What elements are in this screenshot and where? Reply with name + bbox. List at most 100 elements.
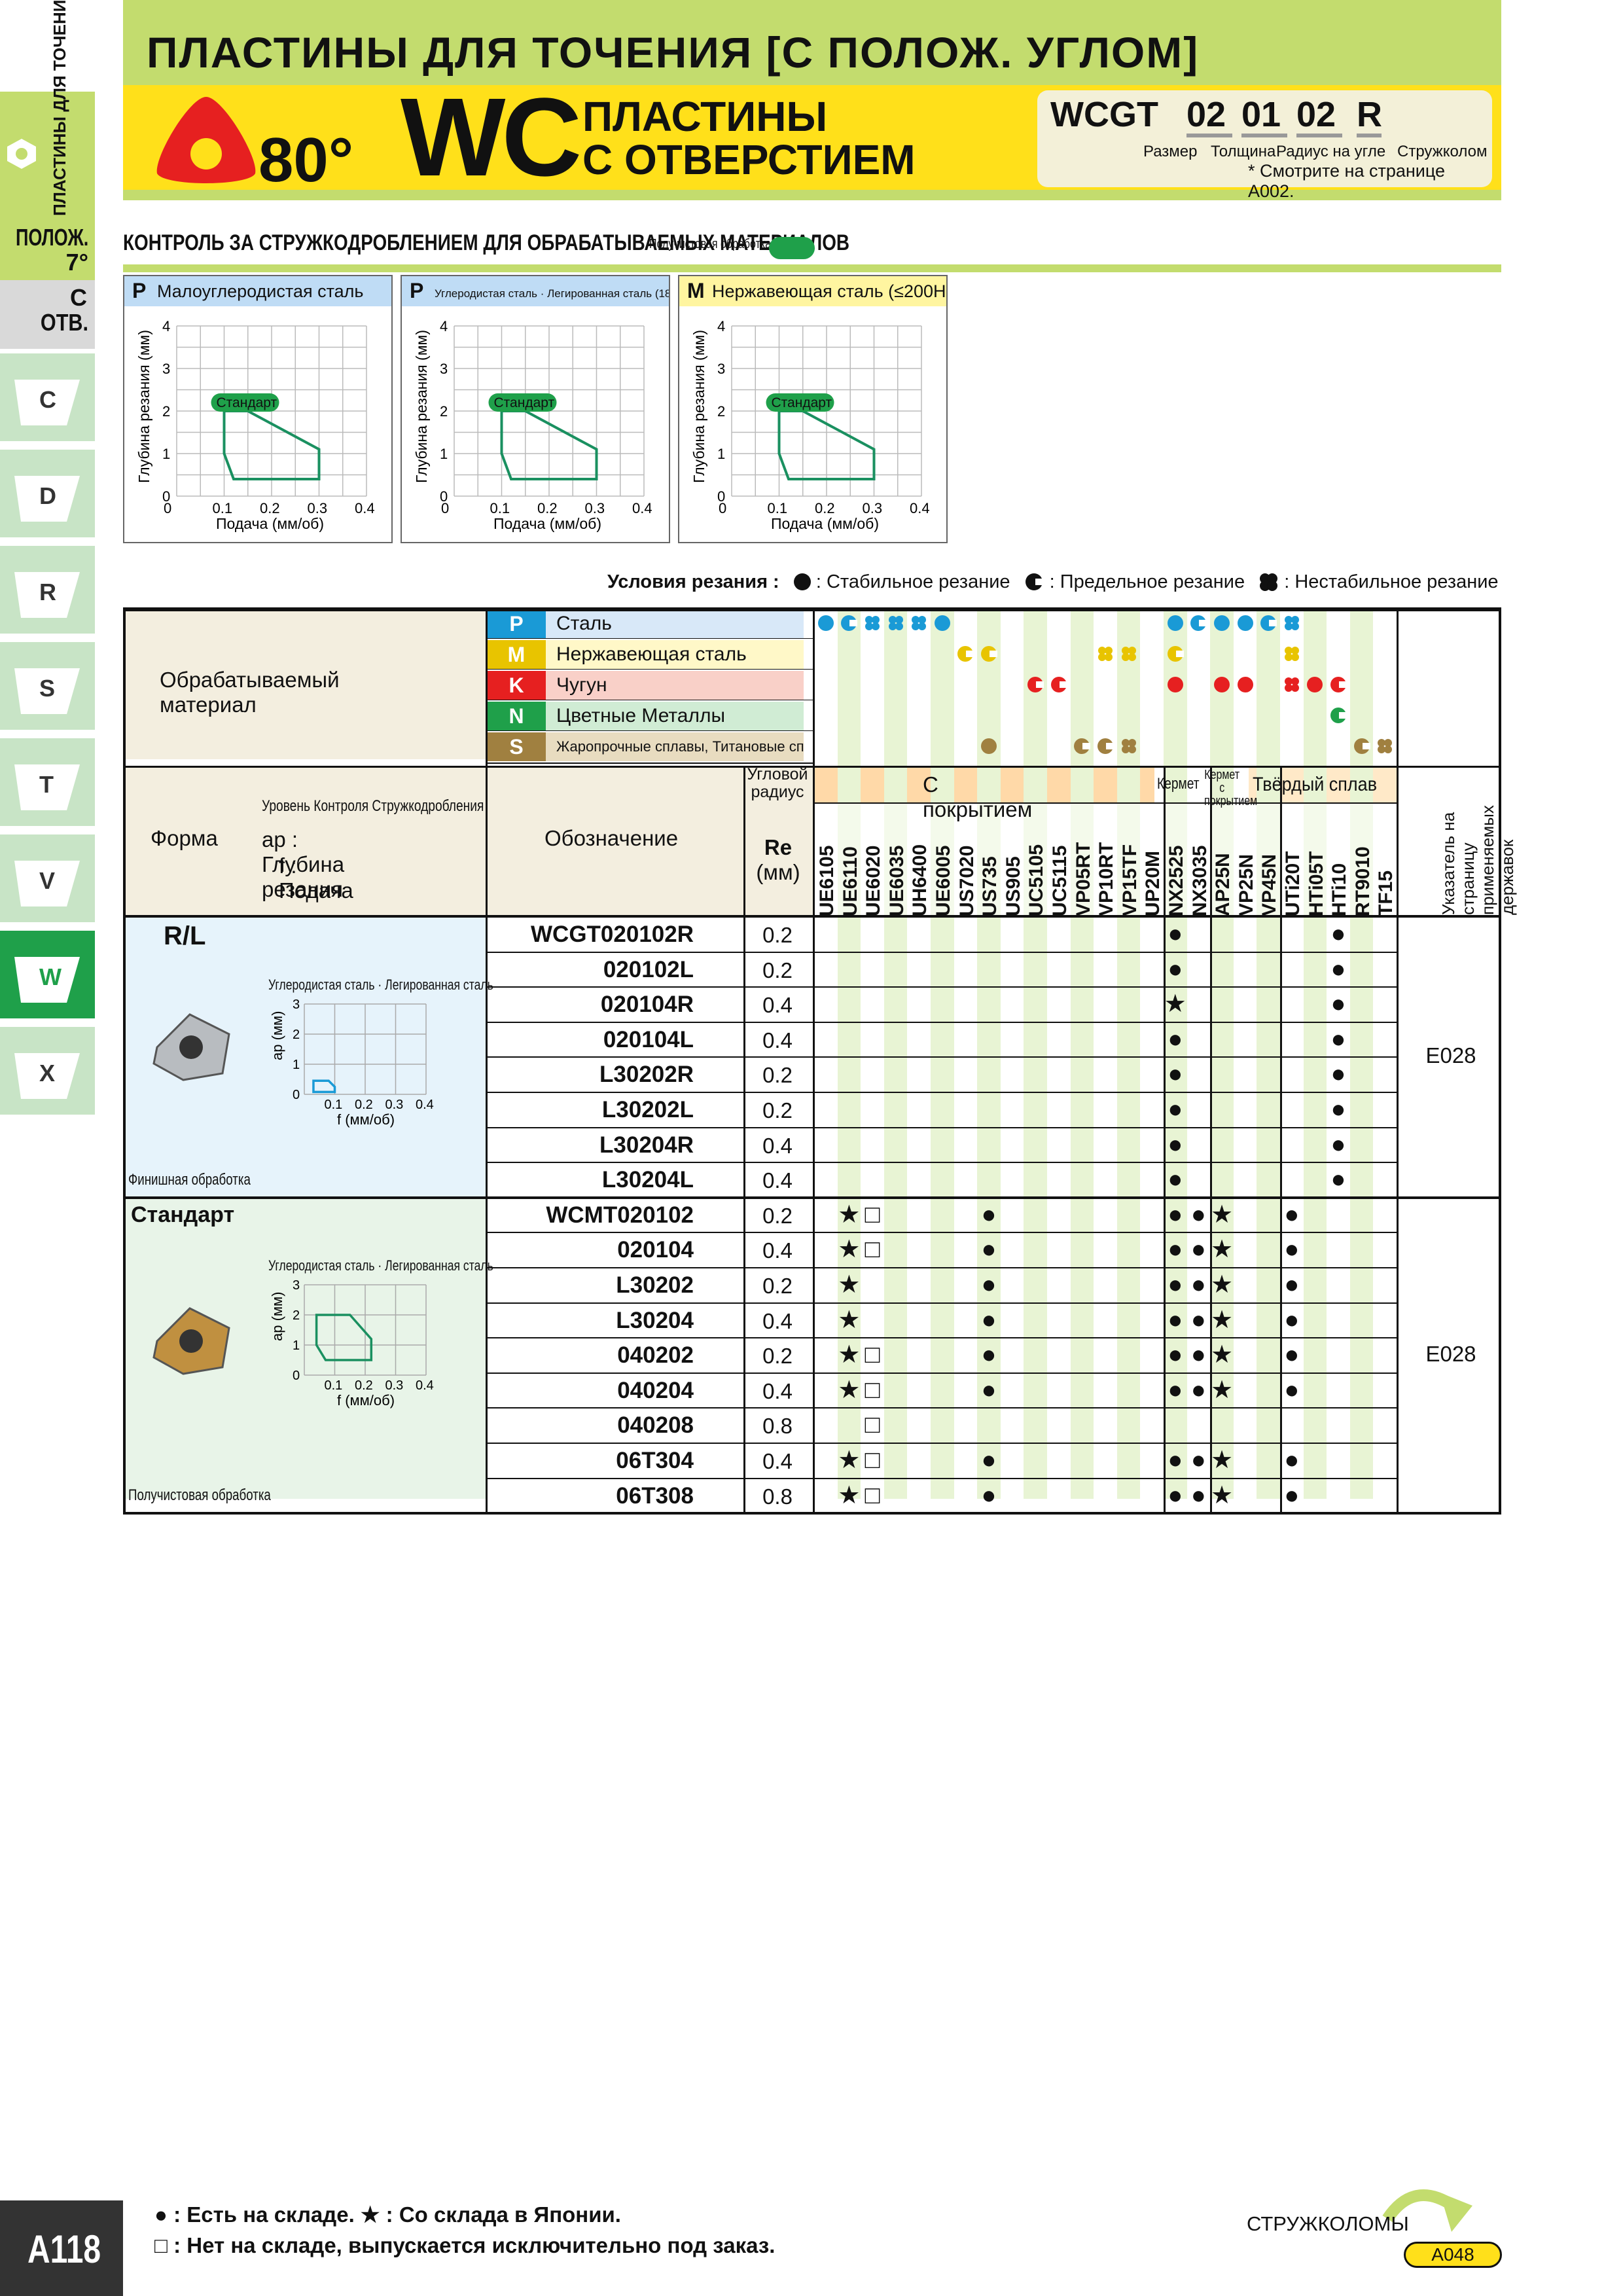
re-label: Re	[764, 835, 793, 859]
underline	[1357, 134, 1382, 137]
stock-mark: ●	[1168, 1341, 1183, 1369]
grade-col-shade	[977, 609, 1001, 1499]
table-rule	[487, 1021, 1397, 1023]
corner-radius-value: 0.4	[762, 1378, 793, 1403]
tab-shape-v[interactable]: V	[0, 834, 95, 926]
y-tick-label: 3	[440, 361, 448, 377]
corner-radius-value: 0.8	[762, 1484, 793, 1509]
corner-radius-value: 0.4	[762, 1168, 793, 1193]
corner-radius-value: 0.2	[762, 1063, 793, 1088]
unstable-icon	[1121, 739, 1136, 753]
unstable-icon	[1098, 647, 1113, 661]
stock-mark: ●	[1330, 1060, 1346, 1088]
limit-label: : Предельное резание	[1049, 571, 1245, 592]
region-label-pill	[766, 393, 834, 412]
stable-icon	[793, 573, 811, 590]
stock-mark: □	[865, 1411, 880, 1439]
x-tick-label: 0.2	[815, 500, 835, 516]
tab-shape-c[interactable]: C	[0, 353, 95, 445]
stock-mark: ●	[981, 1236, 997, 1264]
stock-mark: ●	[1168, 1200, 1183, 1229]
cutting-conditions-legend: Условия резания : : Стабильное резание :…	[607, 571, 1499, 593]
grade-hti05t: HTi05T	[1305, 851, 1327, 916]
mini-y-tick: 1	[293, 1058, 300, 1072]
stock-mark: ●	[1330, 1130, 1346, 1158]
x-tick-label: 0.2	[537, 500, 558, 516]
limit-icon	[1190, 615, 1207, 631]
stock-mark: ●	[1190, 1341, 1206, 1369]
stock-mark: ★	[838, 1446, 861, 1474]
stable-icon	[1237, 677, 1253, 692]
stock-mark: ●	[1190, 1446, 1206, 1474]
grade-us735: US735	[979, 856, 1001, 916]
designation-thickness: 01	[1241, 95, 1281, 134]
tab-shape-label: X	[39, 1060, 56, 1086]
shape-s-icon	[14, 668, 80, 714]
table-rule	[487, 1477, 1397, 1479]
tab-turning-inserts[interactable]: ПЛАСТИНЫ ДЛЯ ТОЧЕНИЯ	[0, 0, 95, 221]
limit-icon	[1025, 573, 1044, 590]
corner-radius-value: 0.4	[762, 993, 793, 1018]
x-tick-label: 0.4	[910, 500, 930, 516]
material-header-bg	[123, 609, 487, 759]
designation-code: 040208	[617, 1412, 694, 1439]
table-rule	[123, 1512, 1501, 1515]
corner-radius-value: 0.4	[762, 1133, 793, 1158]
tab-turning-label: ПЛАСТИНЫ ДЛЯ ТОЧЕНИЯ	[50, 0, 69, 216]
semi-finish-swatch	[769, 237, 815, 259]
material-letter-p: P	[487, 609, 546, 638]
designation-code: L30204	[616, 1307, 694, 1333]
tab-with-hole[interactable]: С ОТВ.	[0, 280, 95, 349]
insert-title-line1: ПЛАСТИНЫ	[582, 93, 828, 140]
stock-mark: ●	[1190, 1376, 1206, 1404]
grade-rt9010: RT9010	[1351, 846, 1374, 916]
grade-us7020: US7020	[955, 845, 978, 916]
mm-label: (мм)	[756, 860, 800, 884]
group-coated-cermet-label: Кермет с покрытием	[1204, 768, 1258, 808]
y-tick-label: 0	[162, 488, 170, 505]
stock-mark: ★	[1210, 1200, 1234, 1229]
stock-mark: ★	[838, 1306, 861, 1334]
tab-shape-r[interactable]: R	[0, 546, 95, 637]
tab-shape-s[interactable]: S	[0, 642, 95, 734]
stock-mark: ●	[981, 1271, 997, 1299]
y-tick-label: 1	[717, 446, 725, 462]
mini-chart-title: Углеродистая сталь · Легированная сталь	[268, 1257, 493, 1274]
corner-radius-value: 0.4	[762, 1238, 793, 1263]
tab-positive-angle: 7°	[65, 249, 88, 276]
designation-code: 020104	[617, 1237, 694, 1263]
tab-shape-w[interactable]: W	[0, 931, 95, 1022]
limit-icon	[1330, 708, 1347, 723]
tab-shape-x[interactable]: X	[0, 1027, 95, 1119]
legend-stock: ● : Есть на складе. ★ : Со склада в Япон…	[154, 2202, 621, 2227]
stock-mark: ●	[1168, 920, 1183, 948]
designation-size: 02	[1186, 95, 1226, 134]
x-tick-label: 0.4	[632, 500, 652, 516]
chart-material-letter: P	[410, 279, 424, 302]
limit-icon	[1027, 677, 1044, 692]
table-rule	[123, 1196, 1501, 1199]
grade-col-shade	[1303, 609, 1327, 1499]
group-coated-label: С покрытием	[923, 772, 1033, 821]
stock-mark: ★	[1210, 1481, 1234, 1509]
corner-radius-value: 0.2	[762, 923, 793, 947]
limit-icon	[1167, 646, 1184, 662]
page-number: A118	[27, 2227, 101, 2271]
y-tick-label: 2	[162, 403, 170, 420]
mini-x-tick: 0.3	[385, 1098, 404, 1112]
chipbreaker-link-label[interactable]: СТРУЖКОЛОМЫ	[1247, 2212, 1409, 2235]
tab-positive[interactable]: ПОЛОЖ. 7°	[0, 221, 95, 280]
table-rule	[487, 1092, 1397, 1093]
group-name: Стандарт	[131, 1202, 235, 1227]
insert-shape-code: WC	[401, 75, 582, 200]
tab-shape-t[interactable]: T	[0, 738, 95, 830]
chipbreaker-page-link[interactable]: A048	[1404, 2242, 1502, 2268]
tab-shape-d[interactable]: D	[0, 450, 95, 541]
origin-label: 0	[719, 500, 726, 516]
designation-code: 06T308	[616, 1482, 694, 1509]
material-name-p: Сталь	[546, 609, 804, 638]
material-letter-m: M	[487, 640, 546, 669]
material-name-m: Нержавеющая сталь	[546, 640, 804, 669]
corner-radius-value: 0.8	[762, 1414, 793, 1439]
